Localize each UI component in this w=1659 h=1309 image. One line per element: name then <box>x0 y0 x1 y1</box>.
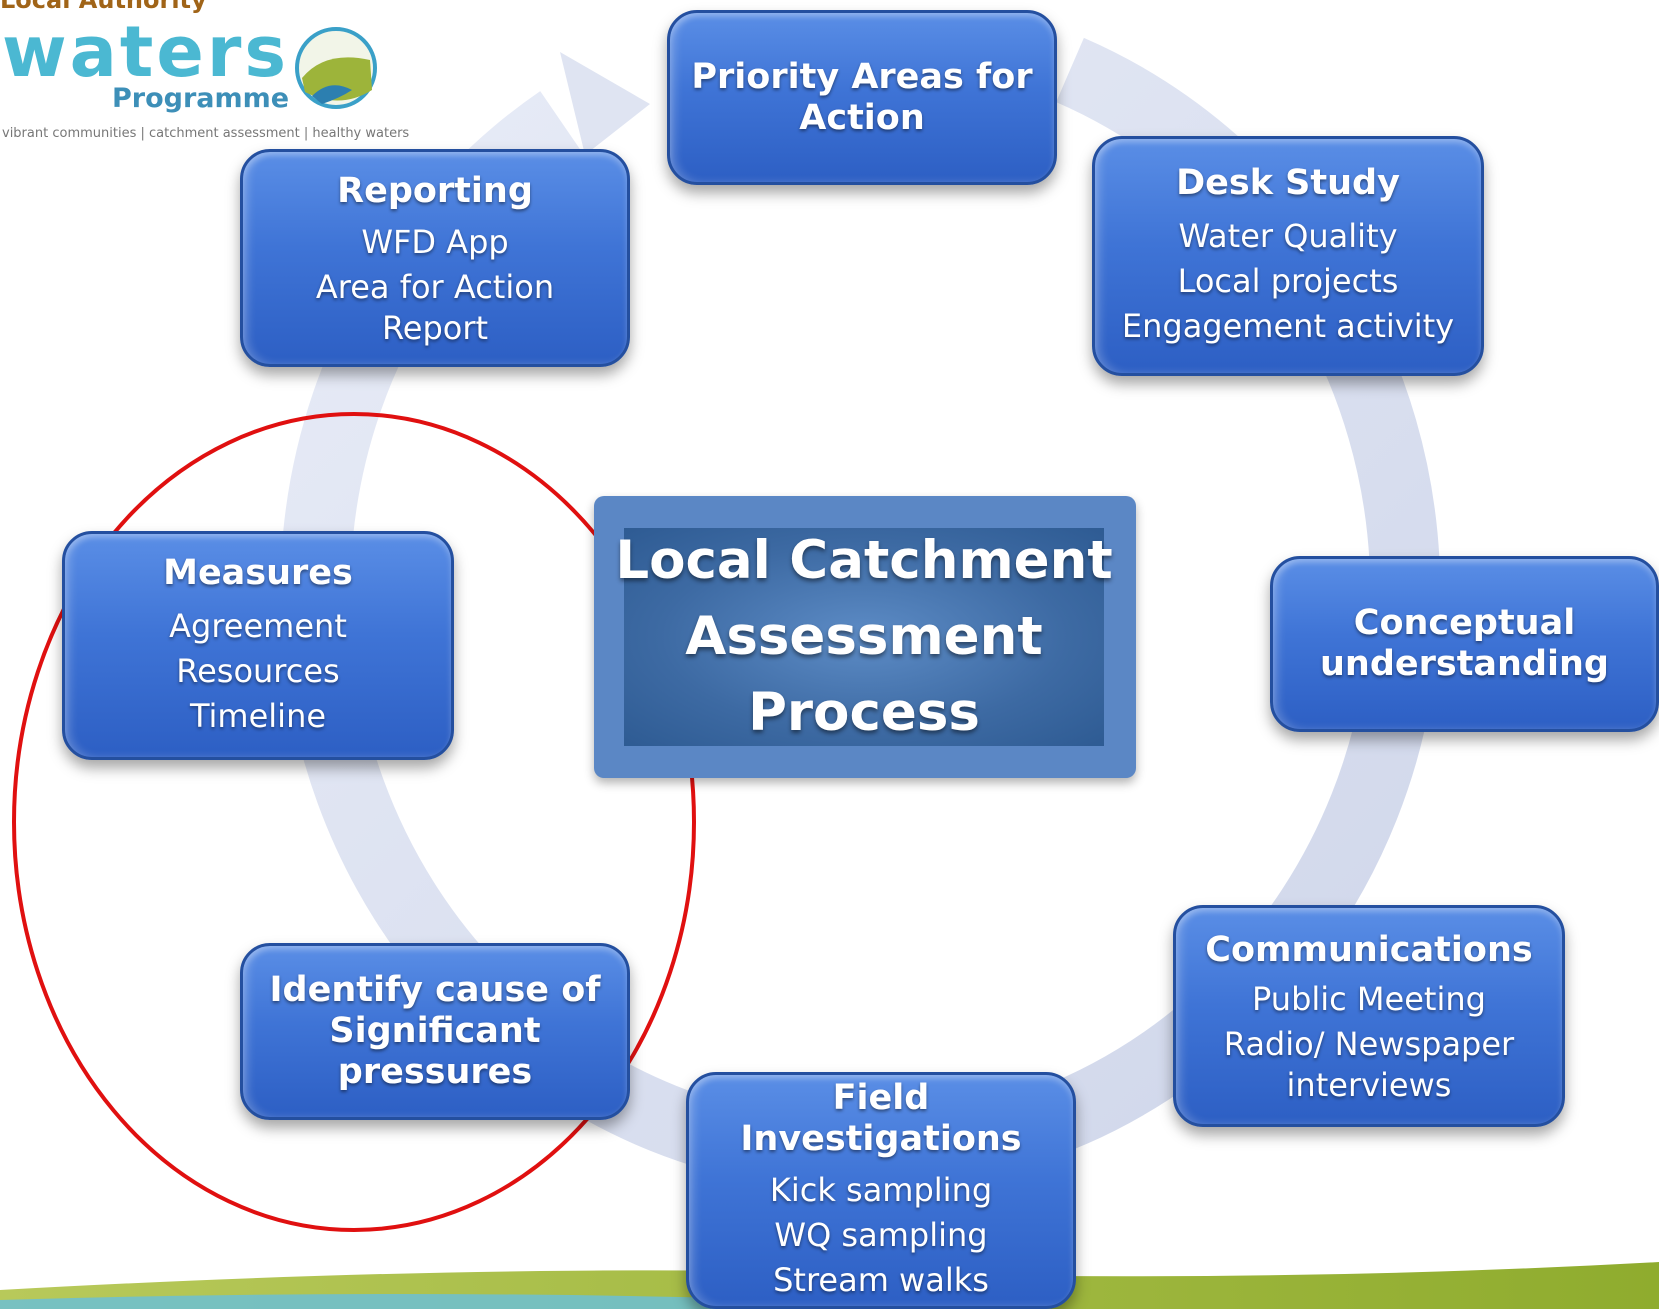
step-item: Local projects <box>1177 262 1399 300</box>
step-title: Desk Study <box>1176 163 1400 203</box>
step-conceptual-understanding: Conceptual understanding <box>1270 556 1659 732</box>
center-title-line1: Local Catchment <box>615 530 1113 591</box>
step-item: Area for Action <box>315 267 555 306</box>
step-item: interviews <box>1286 1065 1452 1104</box>
step-title: Significant <box>329 1011 541 1051</box>
step-title: Field Investigations <box>740 1078 1022 1159</box>
cycle-arrowhead <box>560 52 650 155</box>
highlight-circle <box>12 412 696 1232</box>
step-title: Communications <box>1205 929 1533 970</box>
step-item: Stream walks <box>773 1261 989 1299</box>
step-measures: Measures Agreement Resources Timeline <box>62 531 454 760</box>
center-title-panel: Local Catchment Assessment Process <box>615 528 1113 746</box>
step-title: Priority Areas for <box>691 56 1033 97</box>
step-title: Measures <box>163 552 353 593</box>
footer-teal-band <box>0 1294 800 1309</box>
step-title: understanding <box>1319 644 1609 684</box>
step-title: Action <box>799 97 925 138</box>
step-desk-study: Desk Study Water Quality Local projects … <box>1092 136 1484 376</box>
step-item: Resources <box>176 651 340 690</box>
logo-tagline: vibrant communities | catchment assessme… <box>2 126 410 141</box>
step-title: Conceptual <box>1353 603 1576 643</box>
step-item: Agreement <box>169 606 347 645</box>
logo-authority-text: Local Authority <box>0 0 207 14</box>
step-title: Reporting <box>337 170 533 211</box>
step-item: Water Quality <box>1178 217 1398 255</box>
step-item: Kick sampling <box>769 1171 993 1209</box>
step-item: Radio/ Newspaper <box>1223 1024 1515 1063</box>
center-title-line2: Assessment <box>685 606 1043 667</box>
step-communications: Communications Public Meeting Radio/ New… <box>1173 905 1565 1127</box>
step-item: Public Meeting <box>1252 979 1486 1018</box>
step-field-investigations: Field Investigations Kick sampling WQ sa… <box>686 1072 1076 1309</box>
logo-waters-text: waters <box>2 11 290 93</box>
step-item: Engagement activity <box>1121 307 1455 345</box>
step-item: Report <box>381 308 489 347</box>
step-reporting: Reporting WFD App Area for Action Report <box>240 149 630 367</box>
logo-programme-text: Programme <box>112 83 290 114</box>
step-item: WQ sampling <box>774 1216 988 1254</box>
step-item: Timeline <box>189 696 327 735</box>
step-item: WFD App <box>361 222 509 261</box>
step-identify-cause: Identify cause of Significant pressures <box>240 943 630 1120</box>
center-title-line3: Process <box>748 682 980 743</box>
center-title-box: Local Catchment Assessment Process <box>594 496 1136 778</box>
step-title: pressures <box>337 1052 533 1092</box>
step-priority-areas: Priority Areas for Action <box>667 10 1057 185</box>
step-title: Identify cause of <box>269 970 601 1010</box>
